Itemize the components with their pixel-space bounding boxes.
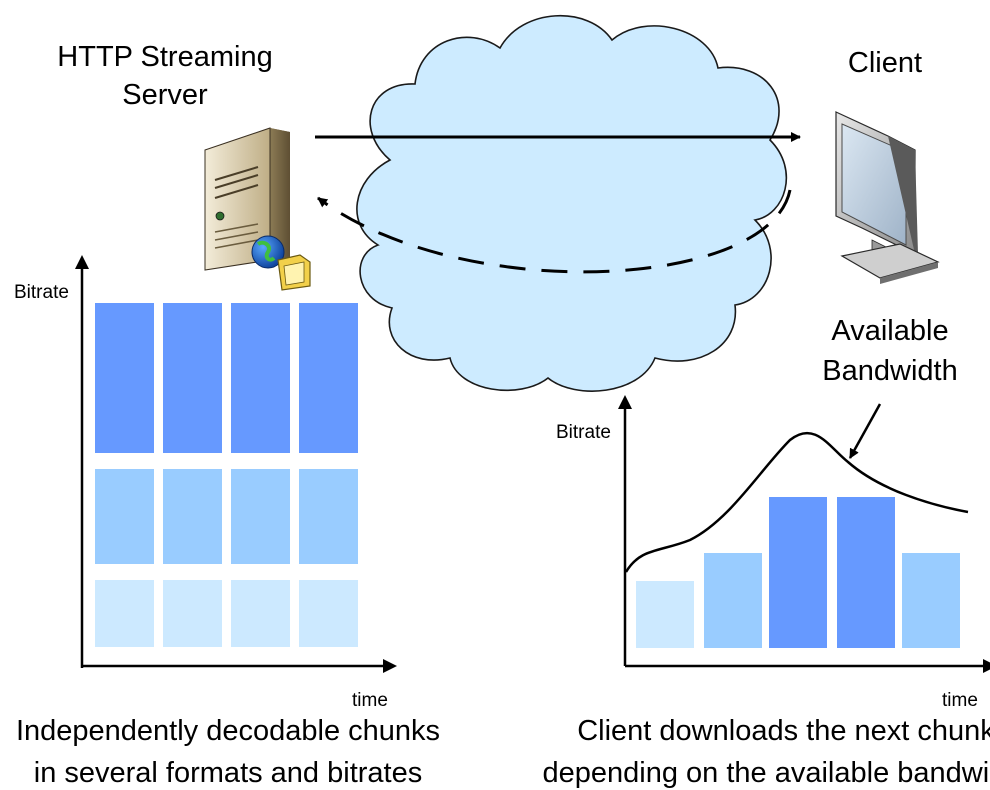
bandwidth-label-line1: Available (831, 315, 948, 347)
downloaded-chunk-5 (902, 553, 960, 648)
chunk-high-4 (299, 303, 358, 453)
chunk-medium-4 (299, 469, 358, 564)
server-caption-line1: Independently decodable chunks (16, 715, 440, 747)
client-chart-xlabel: time (942, 690, 978, 711)
client-title: Client (848, 47, 922, 79)
response-dashed-arrow (317, 189, 792, 274)
server-chunks-chart: Bitrate time (14, 255, 397, 711)
downloaded-chunk-1 (636, 581, 694, 648)
server-tower-icon (204, 127, 290, 271)
server-title-line2: Server (122, 79, 208, 111)
server-caption-line2: in several formats and bitrates (34, 757, 422, 789)
chunk-low-4 (299, 580, 358, 647)
client-caption-line2: depending on the available bandwidth (543, 757, 990, 789)
server-chart-xlabel: time (352, 690, 388, 711)
folder-icon (277, 254, 311, 291)
chunk-low-2 (163, 580, 222, 647)
chunk-medium-1 (95, 469, 154, 564)
bandwidth-label-line2: Bandwidth (822, 355, 957, 387)
globe-icon (251, 235, 285, 269)
chunk-high-2 (163, 303, 222, 453)
server-chunk-grid (95, 303, 358, 647)
chunk-medium-2 (163, 469, 222, 564)
cloud-icon (356, 14, 788, 392)
chunk-low-1 (95, 580, 154, 647)
downloaded-chunk-4 (837, 497, 895, 648)
chunk-low-3 (231, 580, 290, 647)
server-title-line1: HTTP Streaming (57, 41, 272, 73)
bandwidth-pointer-arrow (848, 403, 882, 459)
client-chunk-bars (636, 497, 960, 648)
computer-monitor-icon (835, 111, 940, 284)
downloaded-chunk-3 (769, 497, 827, 648)
client-caption-line1: Client downloads the next chunk (577, 715, 990, 747)
bandwidth-curve (624, 432, 969, 573)
client-chart-ylabel: Bitrate (556, 422, 611, 443)
chunk-high-1 (95, 303, 154, 453)
server-chart-ylabel: Bitrate (14, 282, 69, 303)
chunk-high-3 (231, 303, 290, 453)
chunk-medium-3 (231, 469, 290, 564)
client-download-chart: Bitrate time Available Bandwidth (556, 315, 990, 711)
downloaded-chunk-2 (704, 553, 762, 648)
